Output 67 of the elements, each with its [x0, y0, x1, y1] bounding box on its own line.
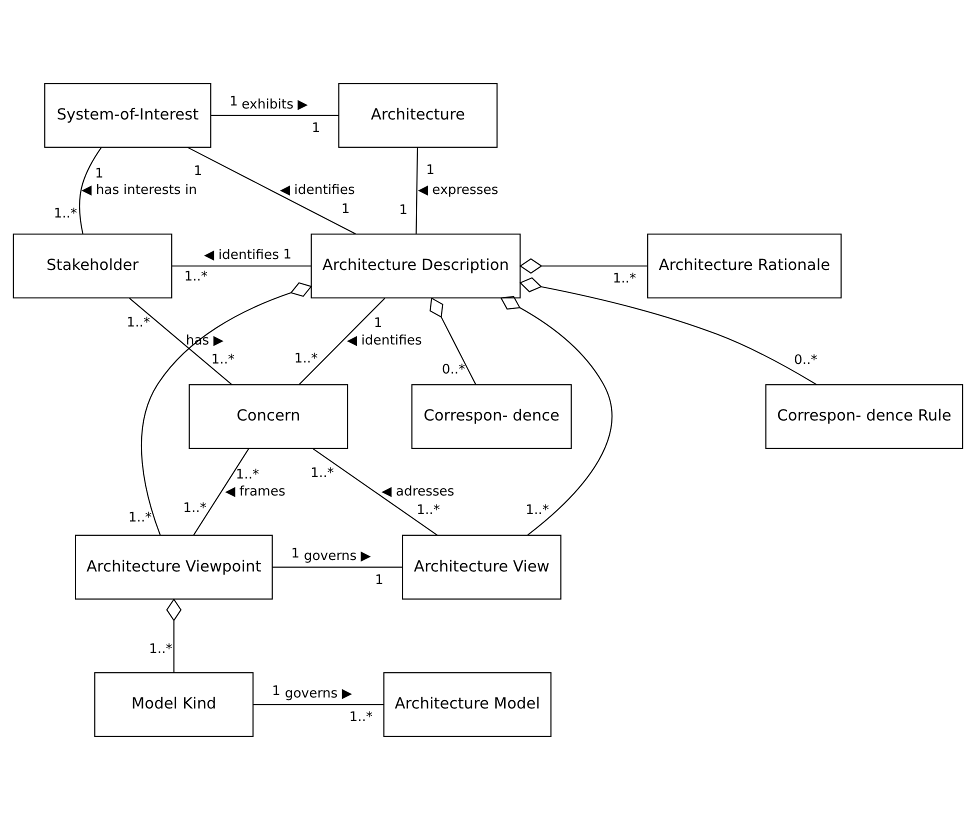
edge-label: ◀ identifies [279, 182, 354, 198]
connector [518, 258, 647, 274]
edge-label: governs ▶ [303, 548, 370, 564]
connector [140, 282, 312, 535]
edge-label: governs ▶ [284, 686, 352, 702]
edge-label: ◀ has interests in [81, 182, 197, 198]
connector [186, 146, 356, 234]
label: 1 [373, 316, 382, 331]
edge-label: exhibits ▶ [241, 96, 308, 112]
node-box: Architecture Viewpoint [74, 534, 272, 600]
edge-label: ◀ identifies [346, 333, 422, 348]
node-box: Model Kind [94, 672, 254, 737]
label: 1..* [310, 465, 334, 480]
label: 1 [271, 683, 280, 698]
connector [192, 448, 249, 535]
label: 1..* [294, 350, 318, 366]
node-box: Stakeholder [12, 233, 172, 298]
label: 1..* [235, 467, 259, 482]
connector [312, 448, 438, 536]
node-box: Correspon- dence Rule [764, 384, 963, 449]
label: 1 [311, 120, 320, 136]
label: 1 [426, 162, 434, 178]
label: 1 [282, 246, 291, 262]
node-box: Concern [188, 384, 348, 449]
label: 1..* [148, 642, 172, 657]
label: 1..* [126, 314, 150, 330]
label: 1..* [416, 502, 440, 518]
label: 1 [229, 94, 238, 110]
label: 1 [290, 546, 300, 561]
connector [252, 704, 384, 705]
connector [128, 297, 232, 385]
label: 0..* [441, 362, 465, 377]
node-box: Architecture Model [382, 672, 551, 737]
label: 1..* [348, 710, 372, 725]
label: 1 [374, 572, 383, 588]
label: 1 [94, 166, 103, 181]
connector [415, 147, 418, 234]
label: 1 [193, 164, 202, 179]
label: 1..* [210, 352, 234, 367]
label: 1..* [182, 500, 206, 516]
connector [166, 598, 182, 672]
label: 1..* [525, 502, 548, 518]
label: 1..* [612, 271, 636, 286]
edge-label: ◀ adresses [381, 484, 454, 499]
connector [500, 295, 612, 535]
connector [429, 296, 476, 384]
node-box: Architecture Description [310, 233, 520, 298]
label: 1 [340, 202, 350, 217]
connector [518, 276, 816, 385]
edge-label: ◀ identifies [204, 247, 278, 262]
connector [272, 566, 402, 568]
label: 1..* [184, 269, 208, 284]
connector [78, 146, 102, 234]
node-box: Correspon- dence [410, 384, 572, 449]
connector [210, 114, 338, 116]
edge-label: ◀ expresses [417, 182, 498, 198]
connector [172, 264, 311, 266]
connector [298, 297, 385, 384]
label: 1..* [128, 510, 152, 525]
node-box: Architecture [338, 82, 498, 148]
node-box: Architecture Rationale [646, 233, 842, 298]
label: 0..* [794, 352, 817, 368]
edge-label: ◀ frames [224, 484, 285, 499]
label: 1..* [53, 206, 77, 221]
label: 1 [398, 202, 408, 218]
node-box: Architecture View [401, 534, 561, 600]
node-box: System-of-Interest [44, 82, 211, 148]
